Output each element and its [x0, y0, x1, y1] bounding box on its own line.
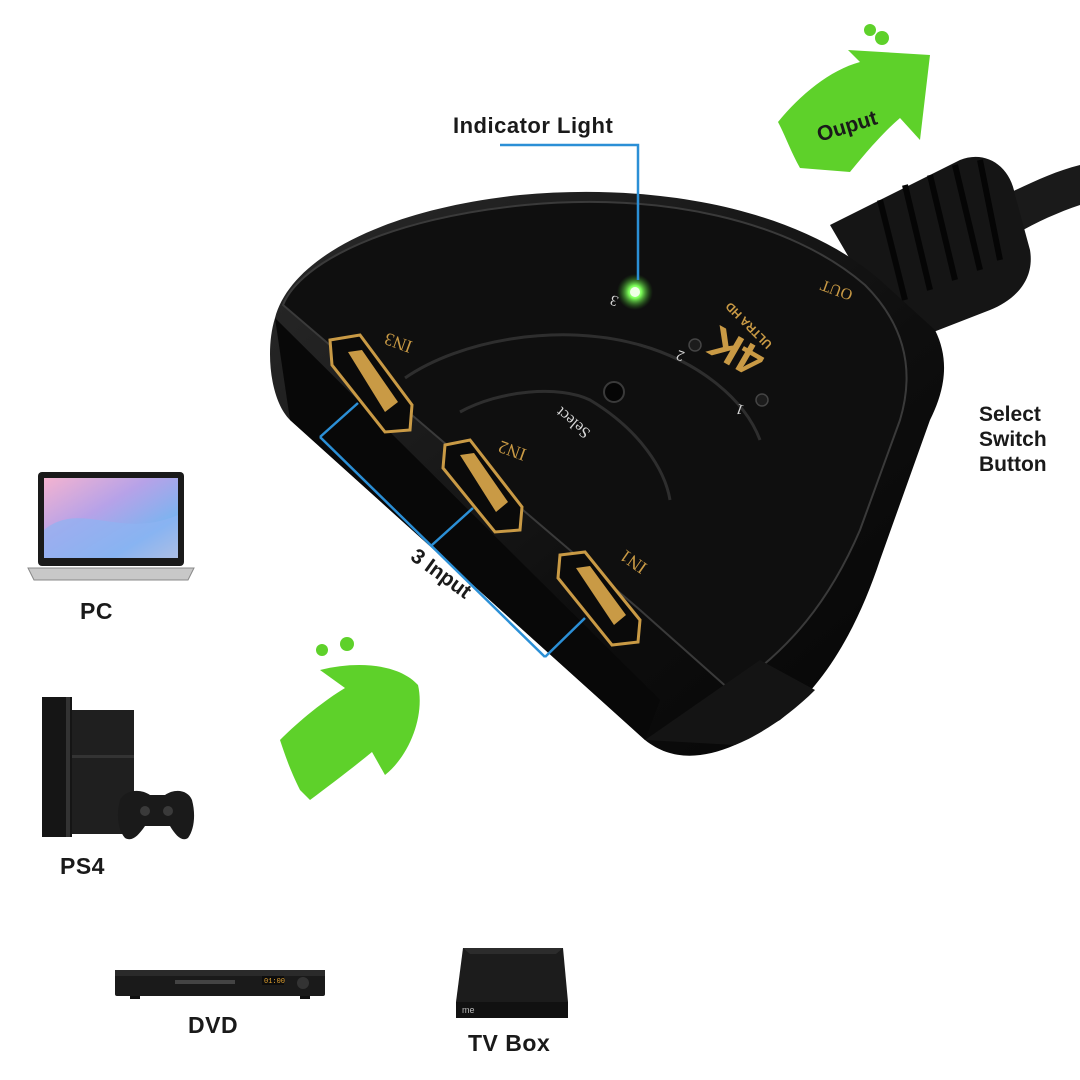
tv-box-label: TV Box: [468, 1030, 551, 1056]
indicator-led-1: [755, 393, 769, 407]
pc-label: PC: [80, 598, 113, 624]
hdmi-switch-body: IN3 IN2 IN1 Select OUT 4K ULTRA HD 3 2 1: [270, 191, 945, 756]
input-arrow: [280, 637, 420, 800]
tv-box-icon: [456, 948, 568, 1018]
hdmi-port-in3: [328, 333, 414, 434]
output-arrow: [778, 24, 930, 172]
select-button[interactable]: [603, 381, 625, 403]
three-input-bracket: [319, 402, 586, 658]
ps4-label: PS4: [60, 853, 105, 879]
hdmi-port-in1: [556, 550, 642, 647]
hdmi-port-in2: [441, 438, 524, 534]
laptop-icon: [27, 472, 195, 581]
indicator-led-2: [688, 338, 702, 352]
select-switch-button-line-3: Button: [979, 453, 1047, 476]
select-switch-button-label: Select Switch Button: [979, 402, 1047, 477]
indicator-light-label: Indicator Light: [453, 113, 614, 138]
dvd-display: 01:00: [264, 978, 285, 986]
dvd-label: DVD: [188, 1012, 239, 1038]
dvd-player-icon: [115, 970, 325, 999]
select-switch-button-line-2: Switch: [979, 428, 1047, 451]
indicator-callout-line: [500, 143, 640, 280]
tv-box-logo: me: [462, 1005, 475, 1015]
gamepad-icon: [117, 790, 195, 840]
select-switch-button-line-1: Select: [979, 403, 1041, 426]
